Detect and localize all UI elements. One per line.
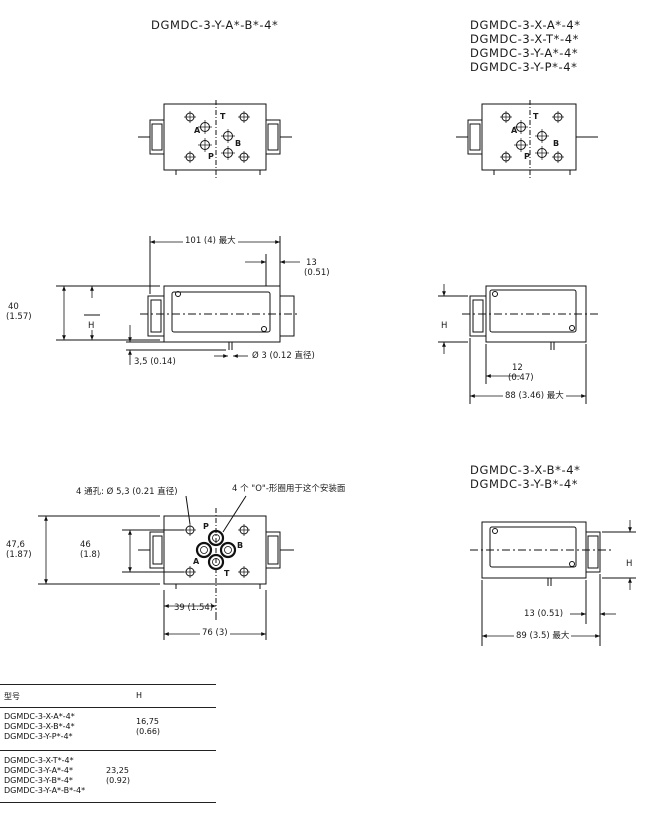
title-top-right-line: DGMDC-3-X-A*-4* [470,18,581,32]
dim-offset-in: (0.47) [508,373,534,383]
table-row-h-mm: 23,25 [106,766,129,775]
table-row-model: DGMDC-3-Y-A*-4* [4,766,74,775]
mount-view [38,495,294,640]
port-label-t: T [220,112,226,121]
table-header-model: 型号 [4,692,20,701]
dim-height-inner-mm: 46 [80,540,91,550]
side-view-left-dims [62,240,300,365]
port-label-t: T [533,112,539,121]
port-label-a: A [193,557,200,566]
table-row-h: 16,75 (0.66) [136,717,160,737]
title-mid-right-line: DGMDC-3-X-B*-4* [470,463,581,477]
dim-height-in: (1.57) [6,312,32,322]
table-header: 型号 H [0,684,216,708]
dim-offset-right-in: (0.51) [304,268,330,278]
port-label-p: P [208,152,214,161]
port-label-t: T [224,569,230,578]
dim-orings-callout: 4 个 "O"-形圈用于这个安装面 [232,484,346,494]
dim-height-inner-in: (1.8) [80,550,101,560]
dim-h-b: H [626,559,633,569]
title-mid-right: DGMDC-3-X-B*-4* DGMDC-3-Y-B*-4* [470,463,581,491]
dim-length-right: 88 (3.46) 最大 [503,391,566,401]
table-row-model: DGMDC-3-X-B*-4* [4,722,75,731]
dim-width: 76 (3) [200,628,230,638]
table-row-models: DGMDC-3-X-T*-4* DGMDC-3-Y-A*-4* DGMDC-3-… [4,756,85,796]
dim-offset-b: 13 (0.51) [524,609,564,619]
table-row-h: 23,25 (0.92) [106,766,130,786]
top-view-right [456,100,598,180]
mount-view-dims [44,516,266,636]
table-row-model: DGMDC-3-Y-P*-4* [4,732,73,741]
table-row-h-in: (0.66) [136,727,161,736]
port-label-b: B [237,541,244,550]
table-row-models: DGMDC-3-X-A*-4* DGMDC-3-X-B*-4* DGMDC-3-… [4,712,75,742]
dim-offset-right-mm: 13 [306,258,317,268]
port-label-p: P [524,152,530,161]
dim-h-right: H [441,321,448,331]
table-row: DGMDC-3-X-A*-4* DGMDC-3-X-B*-4* DGMDC-3-… [0,712,216,751]
dim-height-outer-in: (1.87) [6,550,32,560]
side-view-b [470,521,636,646]
dim-holes-callout: 4 通孔: Ø 5,3 (0.21 直径) [76,487,178,497]
title-top-left: DGMDC-3-Y-A*-B*-4* [151,18,279,32]
table-row-model: DGMDC-3-Y-A*-B*-4* [4,786,86,795]
dim-height-outer-mm: 47,6 [6,540,25,550]
dim-bottom-offset: 3,5 (0.14) [134,357,176,367]
dim-pin-diameter: Ø 3 (0.12 直径) [252,351,315,361]
port-label-a: A [194,126,201,135]
port-label-a: A [511,126,518,135]
title-top-right-line: DGMDC-3-X-T*-4* [470,32,580,46]
dim-length-b: 89 (3.5) 最大 [514,631,572,641]
side-view-right [438,285,600,404]
title-top-right: DGMDC-3-X-A*-4* DGMDC-3-X-T*-4* DGMDC-3-… [470,18,581,74]
table-row: DGMDC-3-X-T*-4* DGMDC-3-Y-A*-4* DGMDC-3-… [0,756,216,803]
table-row-h-in: (0.92) [106,776,131,785]
table-row-model: DGMDC-3-X-T*-4* [4,756,74,765]
table-header-h: H [136,691,143,700]
table-row-model: DGMDC-3-Y-B*-4* [4,776,73,785]
port-label-b: B [235,139,242,148]
dim-offset-mm: 12 [512,363,523,373]
title-mid-right-line: DGMDC-3-Y-B*-4* [470,477,579,491]
port-label-b: B [553,139,560,148]
side-view-left [56,236,300,351]
top-view-left [138,100,292,180]
dim-length-left: 101 (4) 最大 [183,236,238,246]
table-row-model: DGMDC-3-X-A*-4* [4,712,75,721]
table-row-h-mm: 16,75 [136,717,159,726]
title-top-right-line: DGMDC-3-Y-P*-4* [470,60,578,74]
dim-width-half: 39 (1.54) [174,603,214,613]
dim-h-left: H [88,321,95,331]
dim-height-mm: 40 [8,302,19,312]
title-top-right-line: DGMDC-3-Y-A*-4* [470,46,579,60]
port-label-p: P [203,522,209,531]
